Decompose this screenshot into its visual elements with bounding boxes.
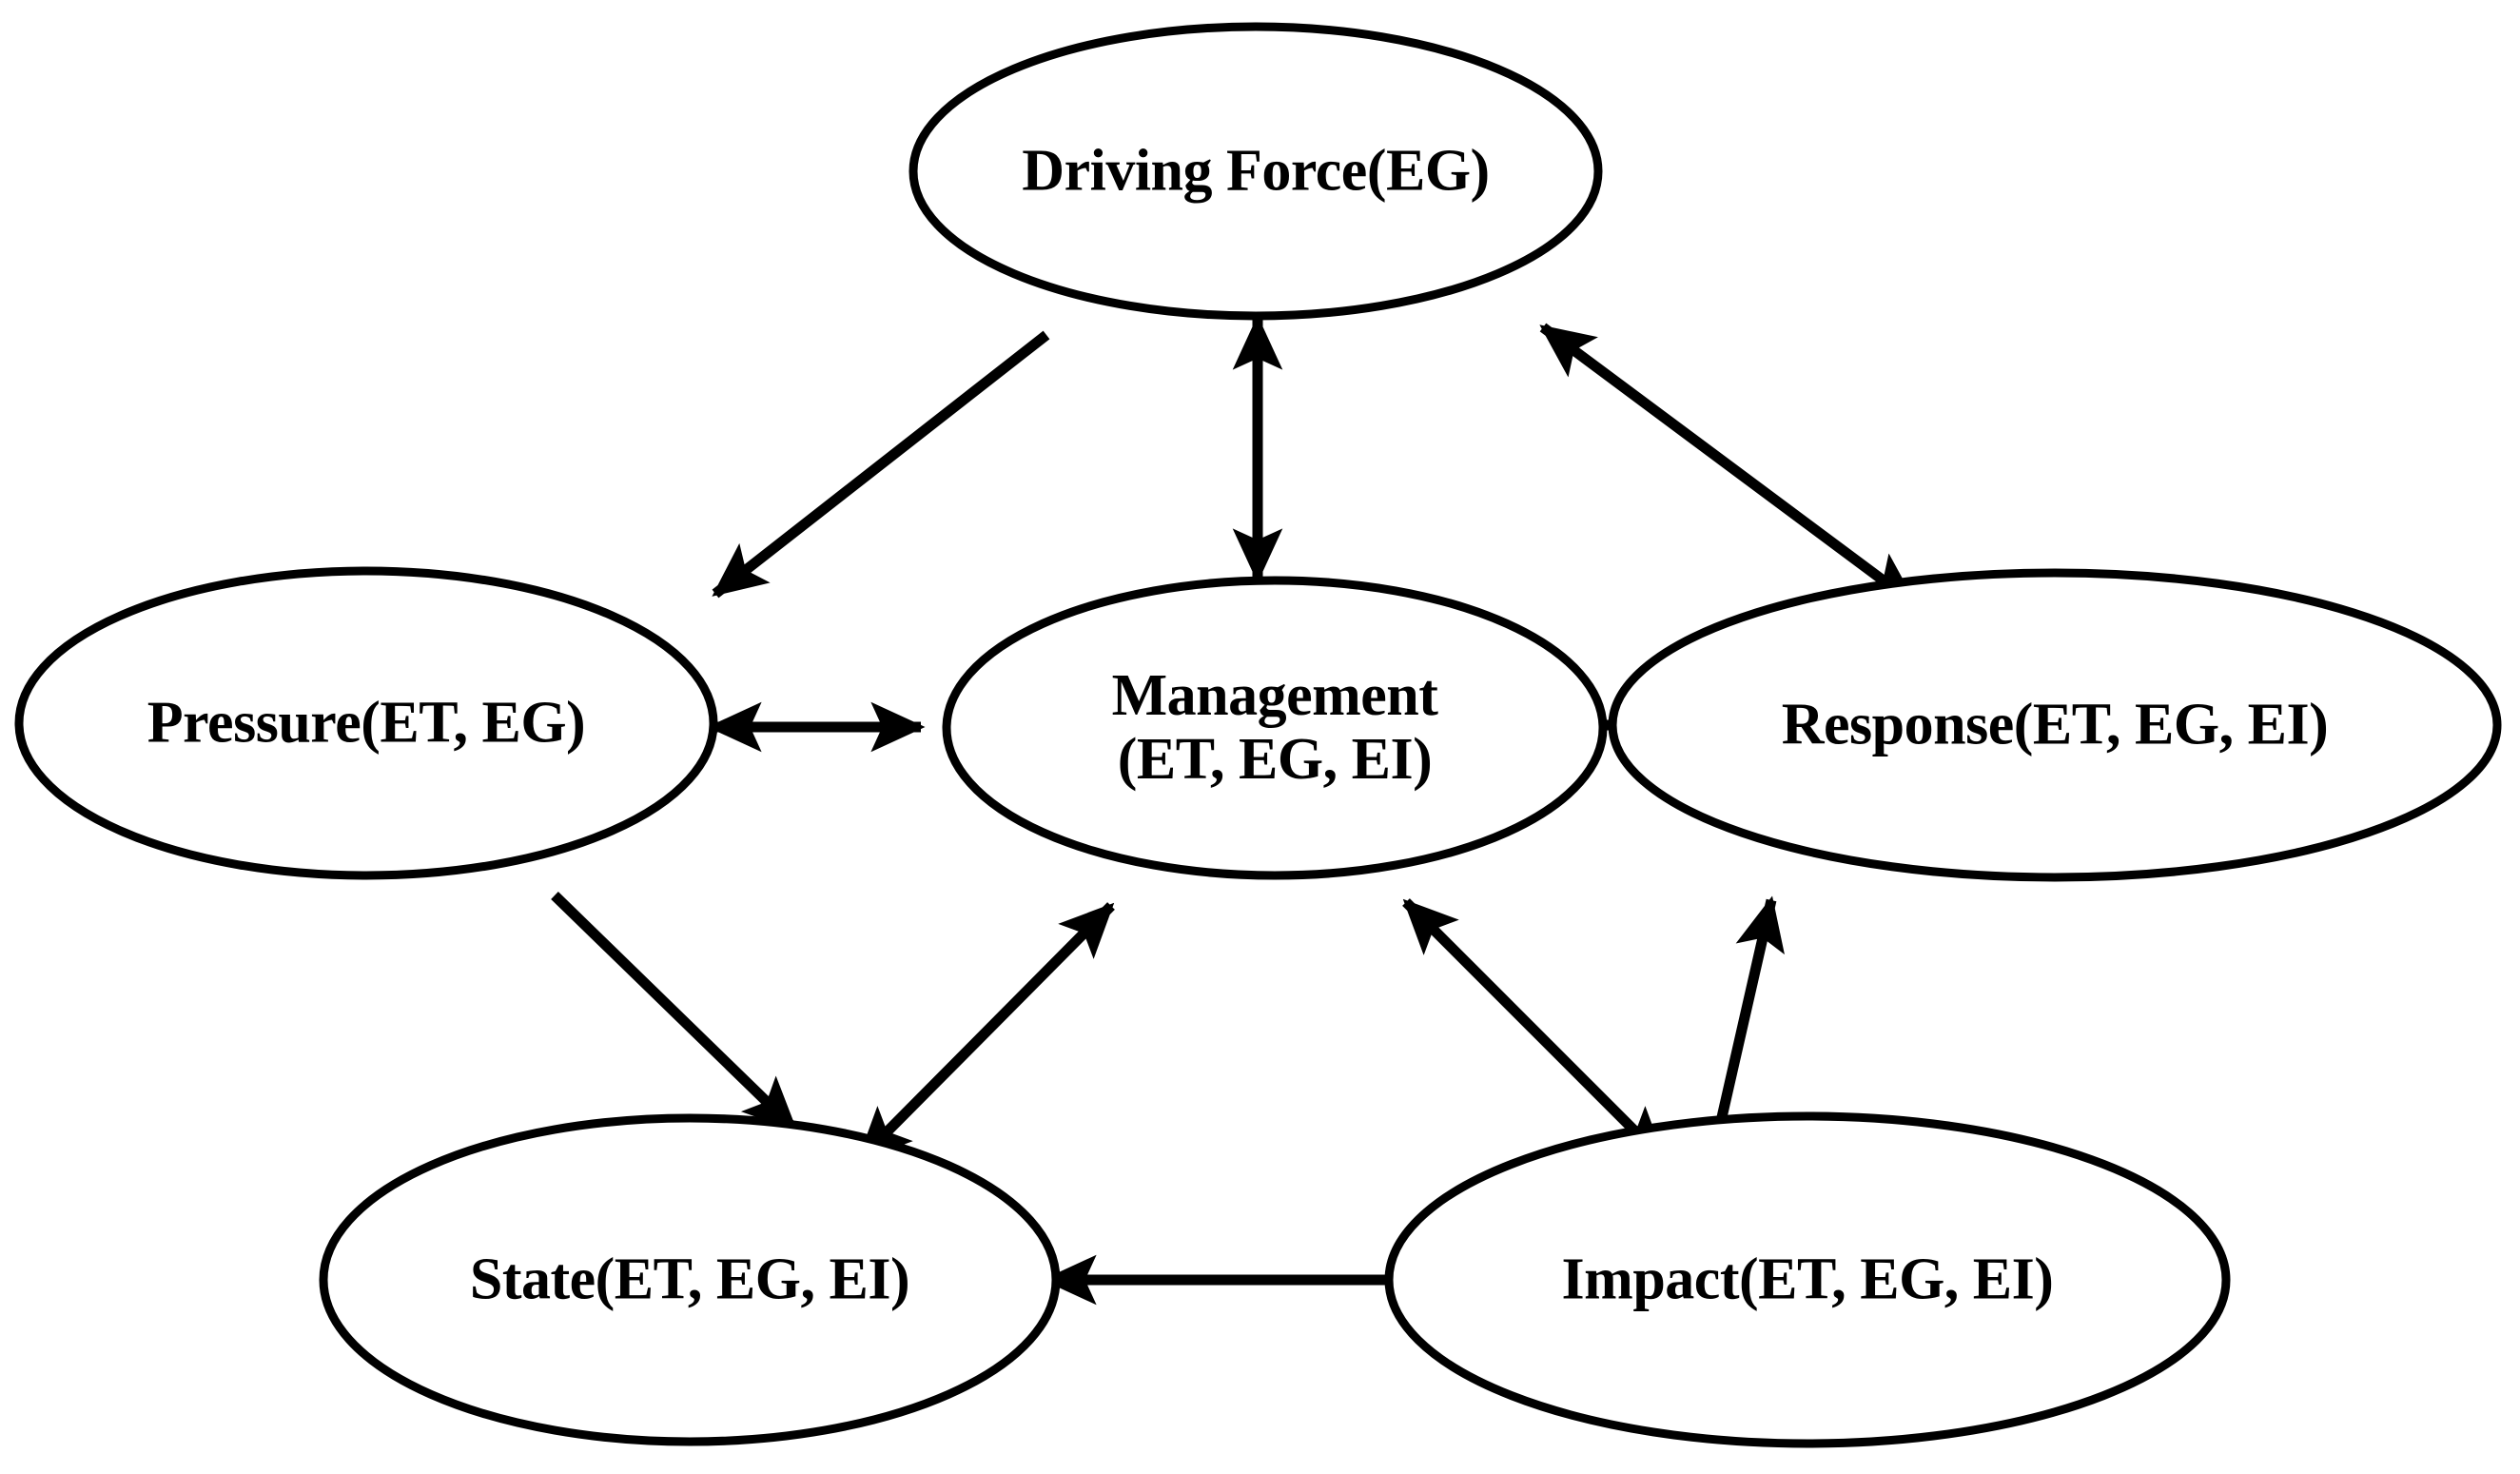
edge-arrow-pressure-to-state bbox=[551, 892, 798, 1132]
edge-arrow-management-impact bbox=[1402, 898, 1667, 1163]
edge-arrow-driving-force-to-pressure bbox=[712, 330, 1050, 599]
node-ellipse-response[interactable] bbox=[1608, 568, 2502, 882]
edge-arrow-driving-force-response bbox=[1539, 323, 1918, 608]
node-ellipse-state[interactable] bbox=[319, 1113, 1061, 1446]
node-ellipse-impact[interactable] bbox=[1384, 1111, 2231, 1448]
node-ellipse-driving-force[interactable] bbox=[908, 22, 1603, 321]
edge-arrow-state-management bbox=[856, 902, 1115, 1163]
nodes-layer bbox=[14, 22, 2502, 1448]
node-ellipse-pressure[interactable] bbox=[14, 566, 718, 880]
node-ellipse-management[interactable] bbox=[942, 576, 1608, 880]
